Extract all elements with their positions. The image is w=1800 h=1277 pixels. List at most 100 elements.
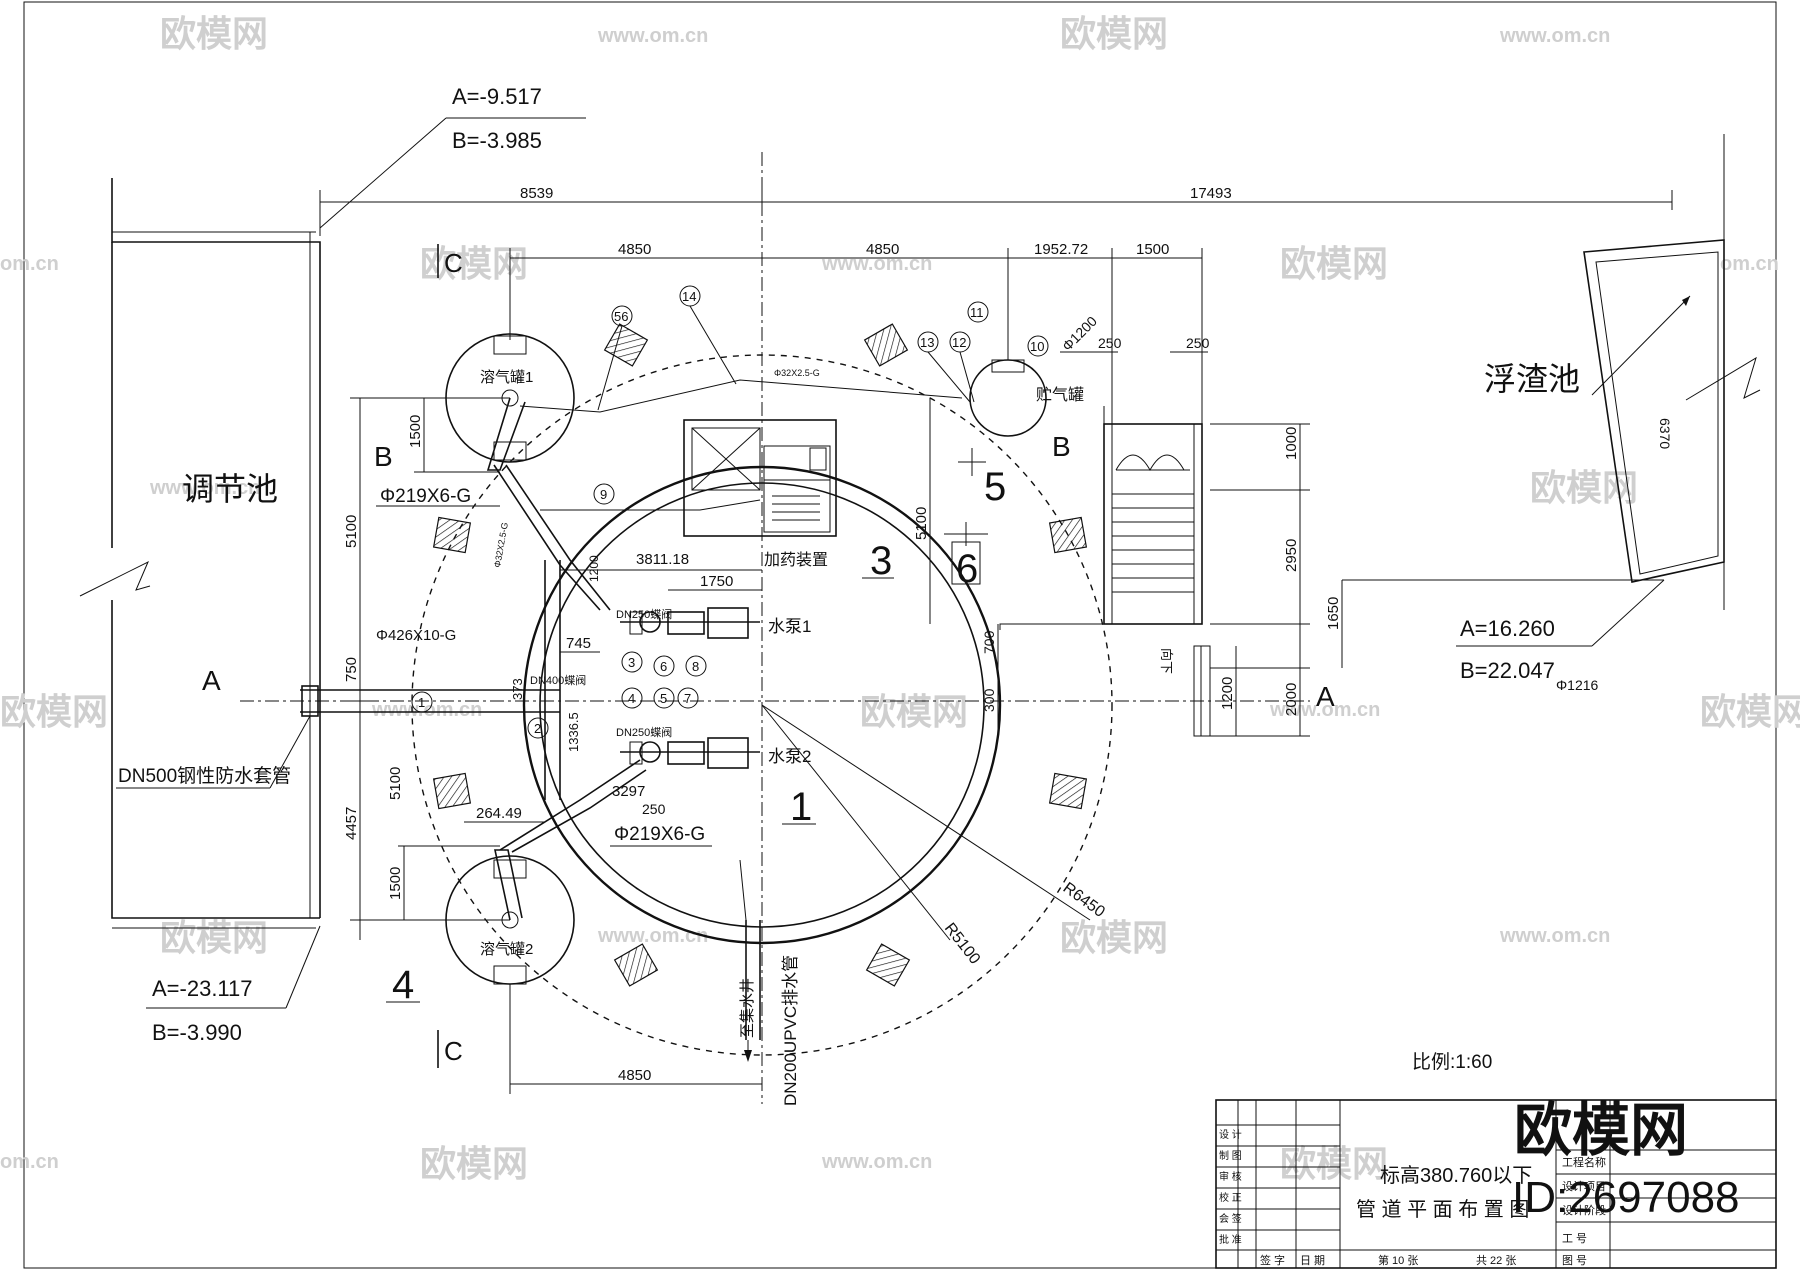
wm-brand: 欧模网 bbox=[0, 691, 108, 732]
dim-5100-lower: 5100 bbox=[387, 767, 404, 800]
dim-264: 264.49 bbox=[476, 805, 522, 822]
coord-tl-b: B=-3.985 bbox=[452, 128, 542, 153]
tb-role: 会 签 bbox=[1219, 1212, 1242, 1225]
tb-right-label: 工 号 bbox=[1562, 1232, 1587, 1245]
bubble-1: 1 bbox=[418, 695, 425, 710]
tb-right-label: 图 号 bbox=[1562, 1254, 1587, 1267]
dim-1650: 1650 bbox=[1325, 597, 1342, 630]
coordinate-callouts: A=-9.517 B=-3.985 A=-23.117 B=-3.990 A=1… bbox=[146, 84, 1665, 1045]
tb-sheet-no: 第 10 张 bbox=[1378, 1253, 1418, 1267]
dim-4850: 4850 bbox=[866, 241, 899, 258]
pipe-426: Φ426X10-G bbox=[376, 627, 456, 644]
dim-4850: 4850 bbox=[618, 241, 651, 258]
dosing-label: 加药装置 bbox=[764, 551, 828, 569]
big-watermark: 欧模网 ID:2697088 bbox=[1512, 1098, 1740, 1222]
section-c-bottom: C bbox=[444, 1036, 463, 1066]
dim-300: 300 bbox=[981, 688, 997, 712]
bubble-7: 7 bbox=[684, 691, 691, 706]
item-number-6: 6 bbox=[956, 547, 978, 591]
wm-site: www.om.cn bbox=[1269, 699, 1380, 721]
title-block: 设 计 制 图 审 核 校 正 会 签 批 准 标高380.760以下 管 道 … bbox=[1215, 1099, 1777, 1269]
watermark-site-layer: www.om.cn www.om.cn om.cn www.om.cn om.c… bbox=[0, 25, 1779, 1173]
dim-17493: 17493 bbox=[1190, 185, 1232, 202]
large-item-numbers: 1 3 4 5 6 bbox=[386, 448, 1006, 1007]
coord-r-a: A=16.260 bbox=[1460, 616, 1555, 641]
wm-site: om.cn bbox=[1720, 253, 1779, 275]
bubble-8: 8 bbox=[692, 659, 699, 674]
dim-750: 750 bbox=[343, 657, 360, 682]
pipe-219-top: Φ219X6-G bbox=[380, 486, 471, 507]
dn500-label: DN500钢性防水套管 bbox=[118, 765, 291, 787]
wm-brand: 欧模网 bbox=[160, 917, 268, 958]
tank-outer-ring bbox=[411, 354, 1113, 1056]
small-pipe-label: Φ32X2.5-G bbox=[774, 368, 820, 378]
bubble-11: 11 bbox=[970, 305, 984, 320]
tank2-label: 溶气罐2 bbox=[480, 941, 533, 958]
dim-4850-bottom: 4850 bbox=[618, 1067, 651, 1084]
dn200-label: DN200UPVC排水管 bbox=[781, 955, 800, 1106]
storage-tank: 贮气罐 Φ1200 bbox=[969, 313, 1100, 437]
tb-right-label: 设计阶段 bbox=[1562, 1203, 1606, 1217]
wm-big-brand: 欧模网 bbox=[1514, 1098, 1688, 1163]
pump-2: 水泵2 bbox=[629, 737, 811, 769]
bubble-2: 2 bbox=[534, 721, 541, 736]
wm-site: www.om.cn bbox=[597, 25, 708, 47]
bubble-56: 56 bbox=[614, 309, 628, 324]
left-dimensions: 5100 750 4457 1500 1500 5100 bbox=[343, 397, 510, 940]
phi-1200: Φ1200 bbox=[1059, 313, 1100, 354]
dim-2950: 2950 bbox=[1283, 539, 1300, 572]
wm-site: www.om.cn bbox=[597, 925, 708, 947]
tb-role: 校 正 bbox=[1219, 1191, 1242, 1204]
scum-pool: 浮渣池 6370 bbox=[1484, 134, 1761, 610]
dim-373: 373 bbox=[510, 678, 525, 700]
callout-bubbles: 1 2 3 4 5 6 7 8 9 10 11 12 13 14 56 bbox=[411, 285, 1049, 739]
item-number-5: 5 bbox=[984, 465, 1006, 509]
section-a-right: A bbox=[1316, 681, 1335, 712]
dim-8539: 8539 bbox=[520, 185, 553, 202]
sheet-frame bbox=[23, 1, 1777, 1269]
section-b-right: B bbox=[1052, 431, 1071, 462]
dim-700: 700 bbox=[981, 630, 997, 654]
wm-site: om.cn bbox=[0, 1151, 59, 1173]
down-label: 向下 bbox=[1159, 648, 1174, 674]
scale-label: 比例:1:60 bbox=[1412, 1051, 1492, 1073]
wm-site: www.om.cn bbox=[1499, 25, 1610, 47]
coord-r-b: B=22.047 bbox=[1460, 658, 1555, 683]
section-c-top: C bbox=[444, 248, 463, 278]
coord-bl-a: A=-23.117 bbox=[152, 976, 253, 1001]
dim-250: 250 bbox=[1186, 335, 1210, 351]
bubble-5: 5 bbox=[660, 691, 667, 706]
dim-1500-tank1: 1500 bbox=[407, 415, 424, 448]
wm-brand: 欧模网 bbox=[420, 243, 528, 284]
tb-role: 制 图 bbox=[1219, 1149, 1242, 1162]
dim-1200: 1200 bbox=[1219, 677, 1236, 710]
stairs: 向下 bbox=[999, 406, 1211, 737]
section-a-left: A bbox=[202, 665, 221, 696]
pipe-219-bottom: Φ219X6-G bbox=[614, 824, 705, 845]
wm-site: om.cn bbox=[0, 253, 59, 275]
dim-3811: 3811.18 bbox=[636, 551, 689, 568]
tank-inner-wall bbox=[522, 465, 1002, 945]
small-pipe-label-2: Φ32X2.5-G bbox=[492, 522, 510, 569]
section-b-left: B bbox=[374, 441, 393, 472]
dim-1750: 1750 bbox=[700, 573, 733, 590]
to-well-label: 至集水井 bbox=[739, 978, 756, 1038]
regulating-pool-label: 调节池 bbox=[182, 471, 278, 507]
dn400-label: DN400蝶阀 bbox=[530, 673, 586, 687]
dim-1500-tank2: 1500 bbox=[387, 867, 404, 900]
wm-site: www.om.cn bbox=[1499, 925, 1610, 947]
dn250-label-1: DN250蝶阀 bbox=[616, 607, 672, 621]
dim-745: 745 bbox=[566, 635, 591, 652]
tb-role: 批 准 bbox=[1219, 1233, 1242, 1246]
pump-dimensions: 3811.18 1750 745 373 1336.5 1200 3297 25… bbox=[464, 551, 762, 823]
wm-brand: 欧模网 bbox=[1060, 917, 1168, 958]
phi-1216: Φ1216 bbox=[1556, 677, 1599, 693]
tb-role: 设 计 bbox=[1219, 1128, 1242, 1141]
dim-1500: 1500 bbox=[1136, 241, 1169, 258]
pipework bbox=[300, 379, 963, 1062]
wm-id: ID:2697088 bbox=[1512, 1173, 1740, 1222]
bubble-12: 12 bbox=[952, 335, 966, 350]
dim-2000: 2000 bbox=[1283, 683, 1300, 716]
dim-250: 250 bbox=[1098, 335, 1122, 351]
